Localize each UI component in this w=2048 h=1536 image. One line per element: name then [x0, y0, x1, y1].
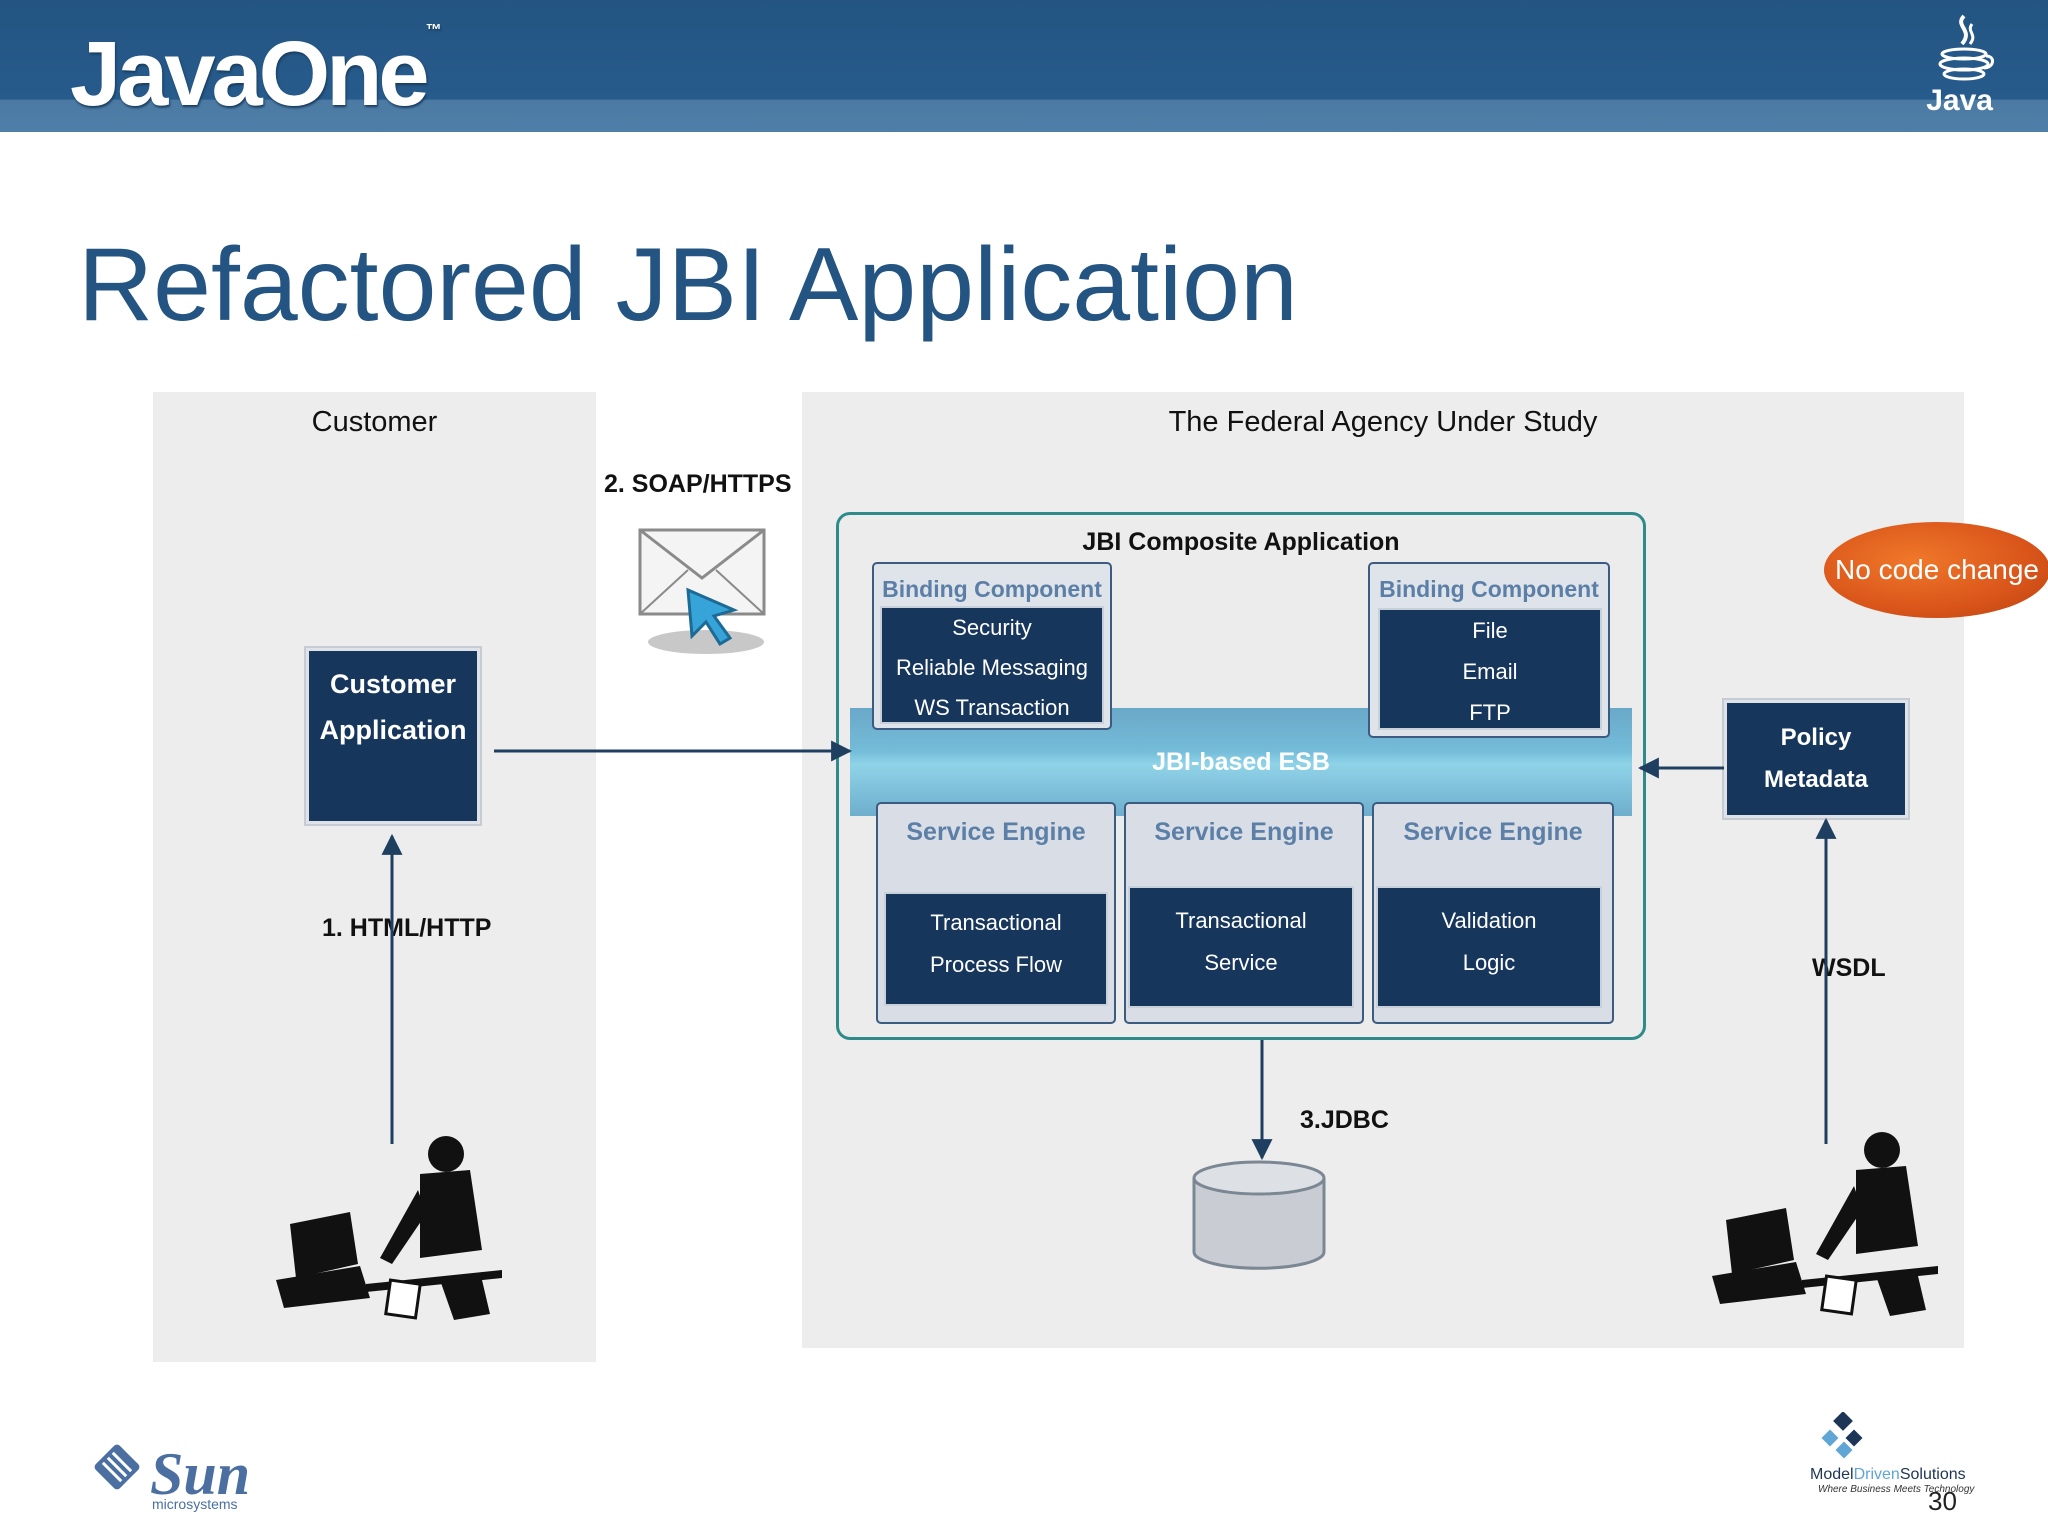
service-engine-2-line2: Service: [1204, 950, 1278, 975]
javaone-logo: JavaOne™: [70, 22, 442, 127]
mds-solutions: Solutions: [1899, 1466, 1966, 1483]
binding-component-left-box: Security Reliable Messaging WS Transacti…: [880, 606, 1104, 724]
binding-component-right-title: Binding Component: [1379, 576, 1599, 602]
envelope-icon: [638, 528, 766, 654]
esb-label: JBI-based ESB: [1152, 748, 1330, 776]
binding-item-reliable-messaging: Reliable Messaging: [896, 655, 1088, 680]
policy-line1: Policy: [1780, 724, 1852, 751]
page-title: Refactored JBI Application: [78, 227, 1298, 343]
header-bar: [0, 0, 2048, 132]
customer-user-icon: [276, 1136, 502, 1320]
binding-item-email: Email: [1462, 659, 1518, 684]
transactional-process-flow-box: Transactional Process Flow: [884, 892, 1108, 1006]
customer-application-line2: Application: [319, 715, 467, 745]
customer-panel-title: Customer: [311, 406, 438, 438]
service-engine-2-title: Service Engine: [1154, 818, 1334, 846]
transactional-service-box: Transactional Service: [1128, 886, 1354, 1008]
composite-title: JBI Composite Application: [1082, 528, 1400, 556]
java-cup-icon: [1938, 14, 1994, 81]
policy-metadata-box: Policy Metadata: [1724, 700, 1908, 818]
model-driven-solutions-text: ModelDrivenSolutions: [1810, 1466, 1966, 1484]
binding-item-ftp: FTP: [1469, 700, 1511, 725]
no-code-change-callout: No code change: [1824, 522, 2048, 618]
soap-https-label: 2. SOAP/HTTPS: [604, 470, 792, 498]
customer-application-line1: Customer: [329, 669, 457, 699]
binding-item-file: File: [1472, 618, 1508, 643]
validation-logic-box: Validation Logic: [1376, 886, 1602, 1008]
binding-item-security: Security: [952, 615, 1032, 640]
service-engine-1-line2: Process Flow: [929, 952, 1063, 977]
wsdl-label: WSDL: [1812, 954, 1886, 982]
binding-item-ws-transaction: WS Transaction: [914, 695, 1070, 720]
policy-line2: Metadata: [1763, 766, 1869, 793]
html-http-label: 1. HTML/HTTP: [322, 914, 492, 942]
service-engine-1-line1: Transactional: [930, 910, 1062, 935]
customer-panel: [153, 392, 596, 1362]
service-engine-1-title: Service Engine: [906, 818, 1086, 846]
service-engine-3-line1: Validation: [1441, 908, 1537, 933]
sun-logo-icon: [94, 1444, 140, 1490]
agency-user-icon: [1712, 1132, 1938, 1316]
brand-text: JavaOne: [70, 23, 430, 125]
java-logo-text: Java: [1926, 84, 1993, 117]
service-engine-3-line2: Logic: [1462, 950, 1516, 975]
slide-number: 30: [1928, 1486, 1957, 1516]
service-engine-3-title: Service Engine: [1403, 818, 1583, 846]
binding-component-right-box: File Email FTP: [1378, 608, 1602, 730]
model-driven-solutions-logo-icon: [1821, 1412, 1863, 1459]
customer-application-box: Customer Application: [306, 648, 480, 824]
database-icon: [1192, 1160, 1326, 1270]
jdbc-label: 3.JDBC: [1300, 1106, 1389, 1134]
binding-component-left-title: Binding Component: [882, 576, 1102, 602]
agency-panel-title: The Federal Agency Under Study: [1168, 406, 1598, 438]
brand-trademark: ™: [425, 22, 442, 39]
mds-driven: Driven: [1853, 1466, 1900, 1483]
mds-tagline: Where Business Meets Technology: [1818, 1484, 1975, 1495]
mds-model: Model: [1810, 1466, 1854, 1483]
sun-logo-subtext: microsystems: [152, 1496, 238, 1512]
sun-logo-text: Sun: [150, 1441, 251, 1507]
service-engine-2-line1: Transactional: [1175, 908, 1307, 933]
